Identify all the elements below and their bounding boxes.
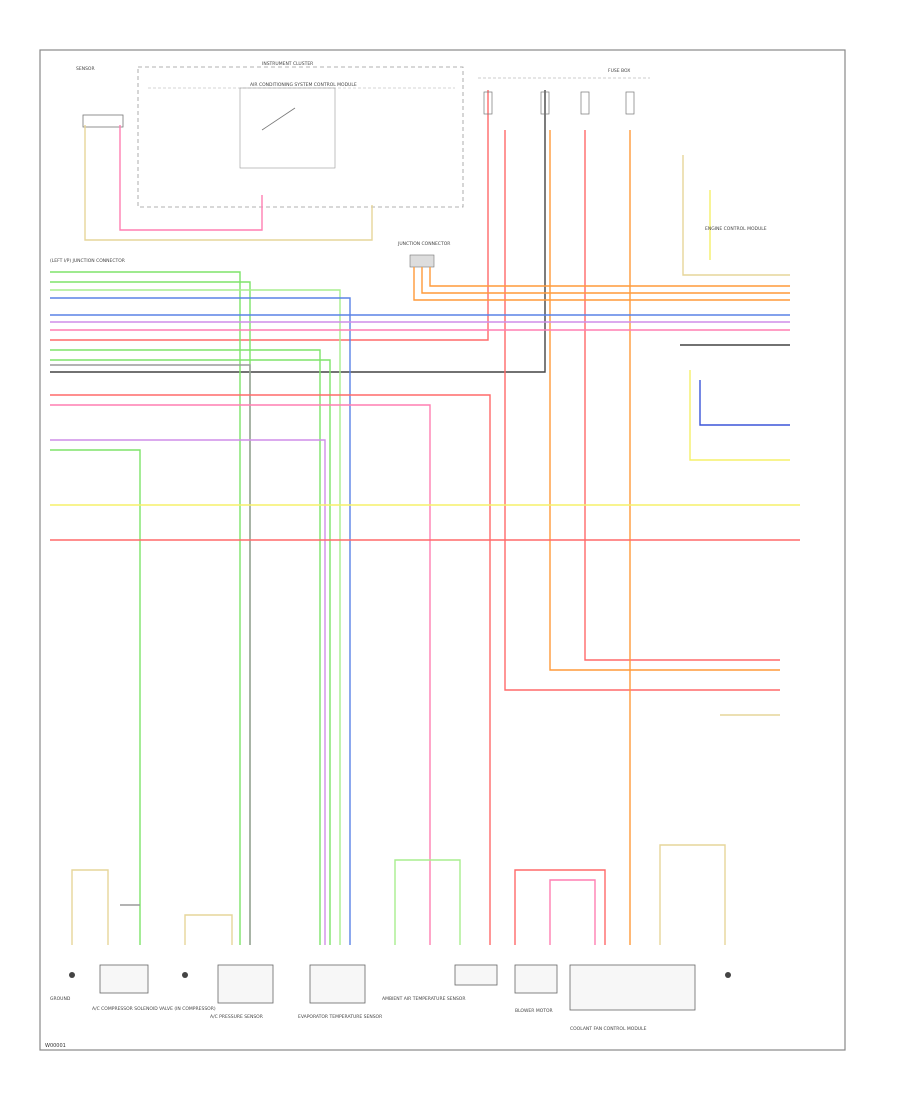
wire-tan-press (184, 914, 233, 945)
wire-tan-right (682, 155, 790, 276)
pressure-label: A/C PRESSURE SENSOR (210, 1014, 263, 1020)
ground-label: GROUND (50, 996, 71, 1002)
wire-yellow-right2 (689, 370, 790, 461)
ground-1 (69, 972, 75, 978)
wire-green-3 (50, 289, 341, 945)
wire-orange-fuse (549, 130, 780, 671)
wire-pink-top (119, 125, 263, 231)
fuse-box-label: FUSE BOX (608, 68, 630, 74)
wire-tan-coolant (659, 844, 726, 945)
fuse-3 (580, 91, 590, 115)
fuses (483, 91, 635, 115)
top-left-sensor-label: SENSOR (76, 66, 95, 72)
ac-comp-body (99, 964, 149, 994)
diagram-frame (39, 49, 846, 1051)
cluster-inner-box (239, 87, 336, 169)
wire-blue-right (699, 380, 790, 426)
fuse-1 (483, 91, 493, 115)
page-label: W00001 (45, 1043, 66, 1049)
ground-3 (725, 972, 731, 978)
ground-2 (182, 972, 188, 978)
ac-comp-label: A/C COMPRESSOR SOLENOID VALVE (IN COMPRE… (92, 1006, 216, 1012)
wire-green-evap (394, 859, 461, 945)
evap-sensor-body (309, 964, 366, 1004)
wire-green-1 (50, 271, 241, 945)
wire-red-blower (514, 869, 606, 945)
components (99, 964, 696, 1011)
ambient-label: AMBIENT AIR TEMPERATURE SENSOR (382, 996, 465, 1002)
wire-green-5 (50, 359, 331, 945)
fuse-4 (625, 91, 635, 115)
junction-connector (409, 254, 435, 268)
wires (50, 90, 800, 945)
fuse-2 (540, 91, 550, 115)
wire-green-4 (50, 349, 321, 945)
wire-pink-blower (549, 879, 596, 945)
cluster-dashed-box (137, 66, 464, 208)
wire-red-fuse2 (504, 130, 780, 691)
wire-orange-h3 (429, 267, 790, 287)
cluster-sub-label: AIR CONDITIONING SYSTEM CONTROL MODULE (250, 82, 357, 88)
wire-orange-h2 (421, 267, 790, 294)
ambient-sensor-body (454, 964, 498, 986)
wire-green-6 (50, 449, 141, 945)
coolant-body (569, 964, 696, 1011)
wire-pink-2 (50, 404, 431, 945)
wire-black-fuse (50, 90, 546, 373)
blower-body (514, 964, 558, 994)
wire-blue-1 (50, 297, 351, 945)
wire-red-fuse (50, 90, 489, 341)
module-right-label: ENGINE CONTROL MODULE (705, 226, 767, 232)
wire-green-2 (50, 281, 251, 945)
wire-orange-h1 (413, 267, 790, 301)
pressure-sensor-body (217, 964, 274, 1004)
wire-red-2 (50, 394, 491, 945)
top-left-sensor (82, 114, 124, 128)
wire-red-fuse3 (584, 130, 780, 661)
wire-tan-top (84, 125, 373, 241)
left-connector-label: (LEFT I/P) JUNCTION CONNECTOR (50, 258, 125, 264)
wire-purple-2 (50, 439, 326, 945)
wire-gray-1 (50, 364, 251, 945)
coolant-label: COOLANT FAN CONTROL MODULE (570, 1026, 647, 1032)
cluster-switch (261, 107, 296, 131)
cluster-label: INSTRUMENT CLUSTER (262, 61, 313, 67)
evap-label: EVAPORATOR TEMPERATURE SENSOR (298, 1014, 382, 1020)
junction-label: JUNCTION CONNECTOR (397, 241, 450, 247)
blower-label: BLOWER MOTOR (515, 1008, 553, 1014)
grounds (69, 972, 731, 978)
wire-tan-ac (71, 869, 109, 945)
